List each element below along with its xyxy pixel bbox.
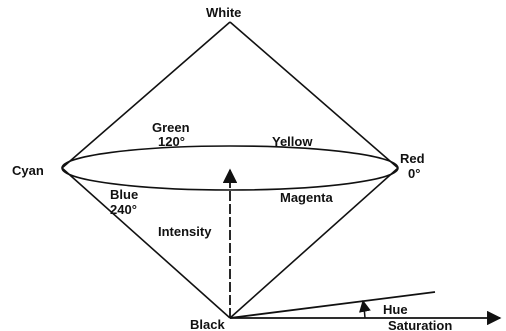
label-black: Black	[190, 317, 225, 331]
label-blue: Blue	[110, 187, 138, 202]
label-green-angle: 120°	[158, 134, 185, 149]
edge-white-to-red	[229, 21, 399, 169]
edge-white-to-cyan	[61, 21, 231, 169]
label-green: Green	[152, 120, 190, 135]
label-blue-angle: 240°	[110, 202, 137, 217]
edge-red-to-black	[229, 167, 399, 319]
label-yellow: Yellow	[272, 134, 313, 149]
label-saturation: Saturation	[388, 318, 452, 331]
label-magenta: Magenta	[280, 190, 334, 205]
label-cyan: Cyan	[12, 163, 44, 178]
hue-ray-line	[229, 291, 436, 319]
hue-angle-arc	[359, 299, 371, 319]
label-red: Red	[400, 151, 425, 166]
label-red-angle: 0°	[408, 166, 420, 181]
label-intensity: Intensity	[158, 224, 212, 239]
edge-cyan-to-black	[61, 167, 231, 319]
hue-circle-ellipse	[61, 145, 399, 191]
label-white: White	[206, 5, 241, 20]
label-hue: Hue	[383, 302, 408, 317]
